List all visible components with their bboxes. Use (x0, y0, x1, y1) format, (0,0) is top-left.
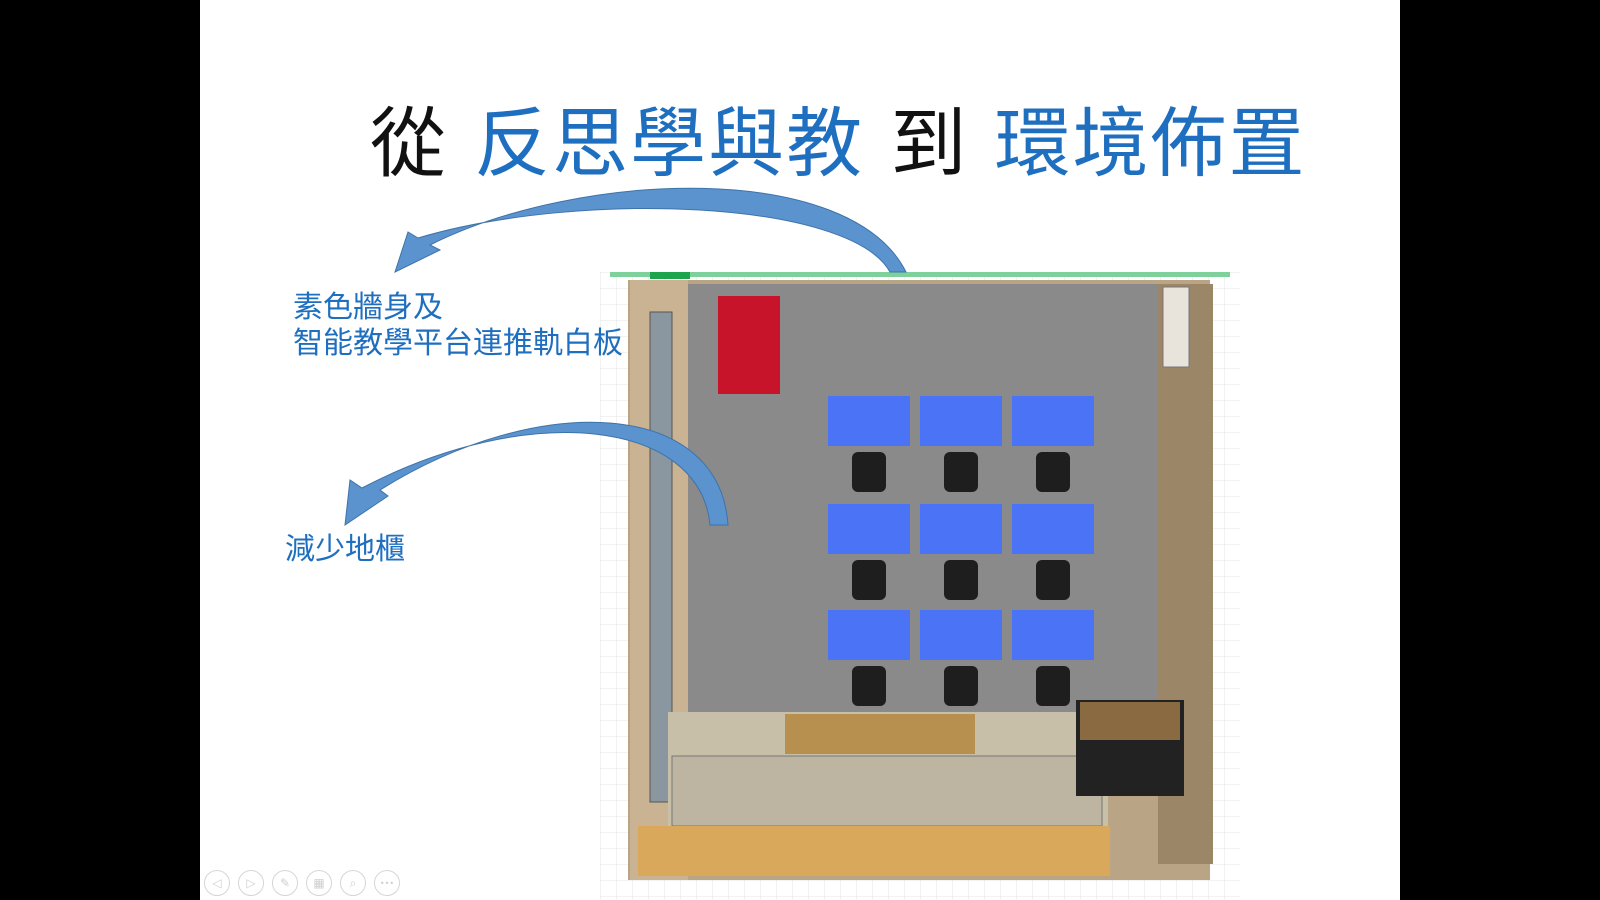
pen-icon: ✎ (279, 876, 291, 890)
magnifier-icon: ⌕ (349, 875, 357, 890)
pen-button[interactable]: ✎ (272, 870, 298, 896)
title-part: 環境佈置 (994, 99, 1307, 188)
title-part: 反思學與教 (474, 99, 865, 188)
student-desk (920, 396, 1002, 446)
previous-icon: ◁ (212, 876, 222, 890)
wall-label-line: 智能教學平台連推軌白板 (293, 326, 623, 361)
more-icon: ••• (379, 878, 395, 888)
student-chair (1036, 560, 1070, 600)
previous-slide-button[interactable]: ◁ (204, 870, 230, 896)
student-chair (944, 666, 978, 706)
student-desk (920, 504, 1002, 554)
title-part: 從 (370, 99, 475, 188)
red-cabinet (718, 296, 780, 394)
student-desk (828, 610, 910, 660)
next-icon: ▷ (246, 876, 256, 890)
student-desk (1012, 396, 1094, 446)
student-desk (828, 504, 910, 554)
desk-grid (828, 396, 1094, 706)
title-part: 到 (864, 99, 995, 188)
wall-label: 素色牆身及 智能教學平台連推軌白板 (293, 290, 623, 362)
student-desk (828, 396, 910, 446)
presentation-slide: 從 反思學與教 到 環境佈置 素色牆身及 智能教學平台連推軌白板 減少地櫃 ◁ … (200, 0, 1400, 900)
slideshow-controls: ◁ ▷ ✎ ▦ ⌕ ••• (204, 870, 400, 896)
student-chair (852, 560, 886, 600)
student-chair (1036, 666, 1070, 706)
wooden-step (638, 826, 1110, 876)
student-desk (1012, 610, 1094, 660)
student-chair (1036, 452, 1070, 492)
classroom-floor-plan (600, 272, 1240, 900)
student-chair (944, 452, 978, 492)
wall-label-line: 素色牆身及 (293, 290, 443, 325)
next-slide-button[interactable]: ▷ (238, 870, 264, 896)
student-desk (1012, 504, 1094, 554)
student-desk (920, 610, 1002, 660)
slide-title: 從 反思學與教 到 環境佈置 (370, 82, 1307, 192)
see-all-slides-button[interactable]: ▦ (306, 870, 332, 896)
student-chair (852, 452, 886, 492)
student-chair (852, 666, 886, 706)
curved-arrow-wall (394, 187, 907, 273)
student-chair (944, 560, 978, 600)
zoom-button[interactable]: ⌕ (340, 870, 366, 896)
floor-label: 減少地櫃 (285, 532, 405, 567)
whiteboard-track (610, 272, 1230, 277)
more-options-button[interactable]: ••• (374, 870, 400, 896)
slides-grid-icon: ▦ (313, 876, 325, 890)
